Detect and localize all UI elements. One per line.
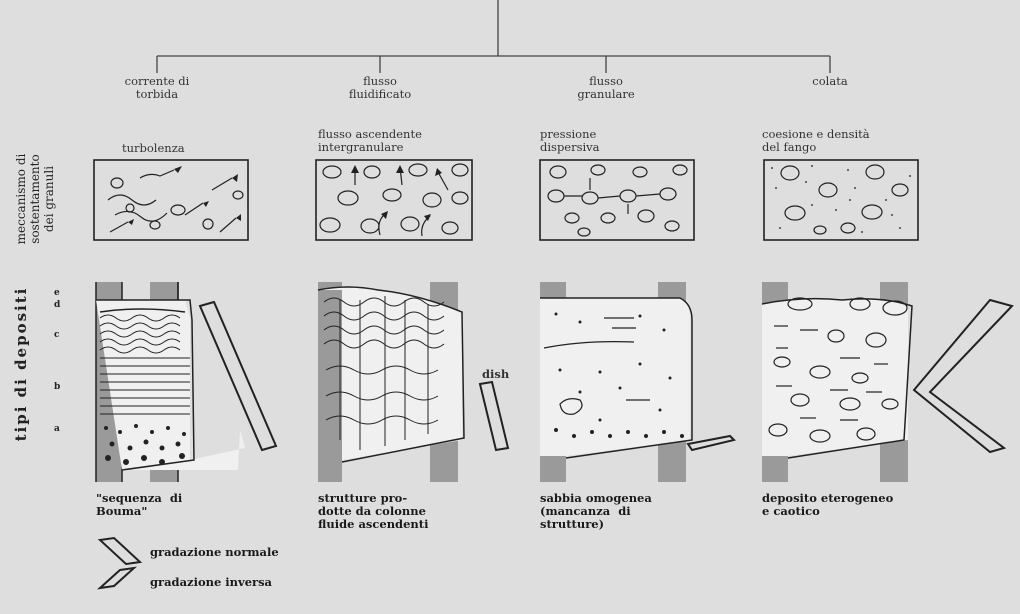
bouma-letter-d: d bbox=[54, 300, 60, 310]
process-label-debris: colata bbox=[790, 75, 870, 88]
row-label-mechanism: meccanismo di sostentamento dei granuli bbox=[14, 140, 56, 258]
deposit-caption-granular: sabbia omogenea (mancanza di strutture) bbox=[540, 492, 652, 531]
legend-label-inverse: gradazione inversa bbox=[150, 576, 272, 589]
deposit-column-chaotic bbox=[762, 282, 1012, 482]
bouma-letter-b: b bbox=[54, 382, 60, 392]
mechanism-box-cohesion bbox=[764, 160, 918, 240]
bouma-letter-c: c bbox=[54, 330, 59, 340]
mechanism-label-turbulence: turbolenza bbox=[122, 142, 185, 155]
process-label-fluidized: flusso fluidificato bbox=[320, 75, 440, 101]
legend-label-normal: gradazione normale bbox=[150, 546, 279, 559]
tree-connectors bbox=[157, 0, 830, 73]
mechanism-label-cohesion: coesione e densità del fango bbox=[762, 128, 870, 154]
mechanism-box-intergranular bbox=[316, 160, 472, 240]
bouma-letter-e: e bbox=[54, 288, 60, 298]
dish-label: dish bbox=[482, 368, 509, 381]
row-label-deposits: tipi di depositi bbox=[14, 274, 28, 454]
mechanism-box-dispersive bbox=[540, 160, 694, 240]
inverse-grading-icon bbox=[100, 568, 134, 588]
process-label-granular: flusso granulare bbox=[548, 75, 664, 101]
process-label-turbidity: corrente di torbida bbox=[98, 75, 216, 101]
bouma-letter-a: a bbox=[54, 424, 60, 434]
mechanism-label-intergranular: flusso ascendente intergranulare bbox=[318, 128, 422, 154]
mechanism-box-turbulence bbox=[94, 160, 248, 240]
normal-grading-icon bbox=[100, 538, 140, 564]
deposit-caption-chaotic: deposito eterogeneo e caotico bbox=[762, 492, 893, 518]
deposit-column-fluidized bbox=[318, 282, 508, 482]
deposit-caption-fluidized: strutture pro- dotte da colonne fluide a… bbox=[318, 492, 428, 531]
deposit-column-bouma bbox=[96, 282, 276, 482]
deposit-caption-bouma: "sequenza di Bouma" bbox=[96, 492, 182, 518]
deposit-column-granular bbox=[540, 282, 734, 482]
mechanism-label-dispersive: pressione dispersiva bbox=[540, 128, 600, 154]
